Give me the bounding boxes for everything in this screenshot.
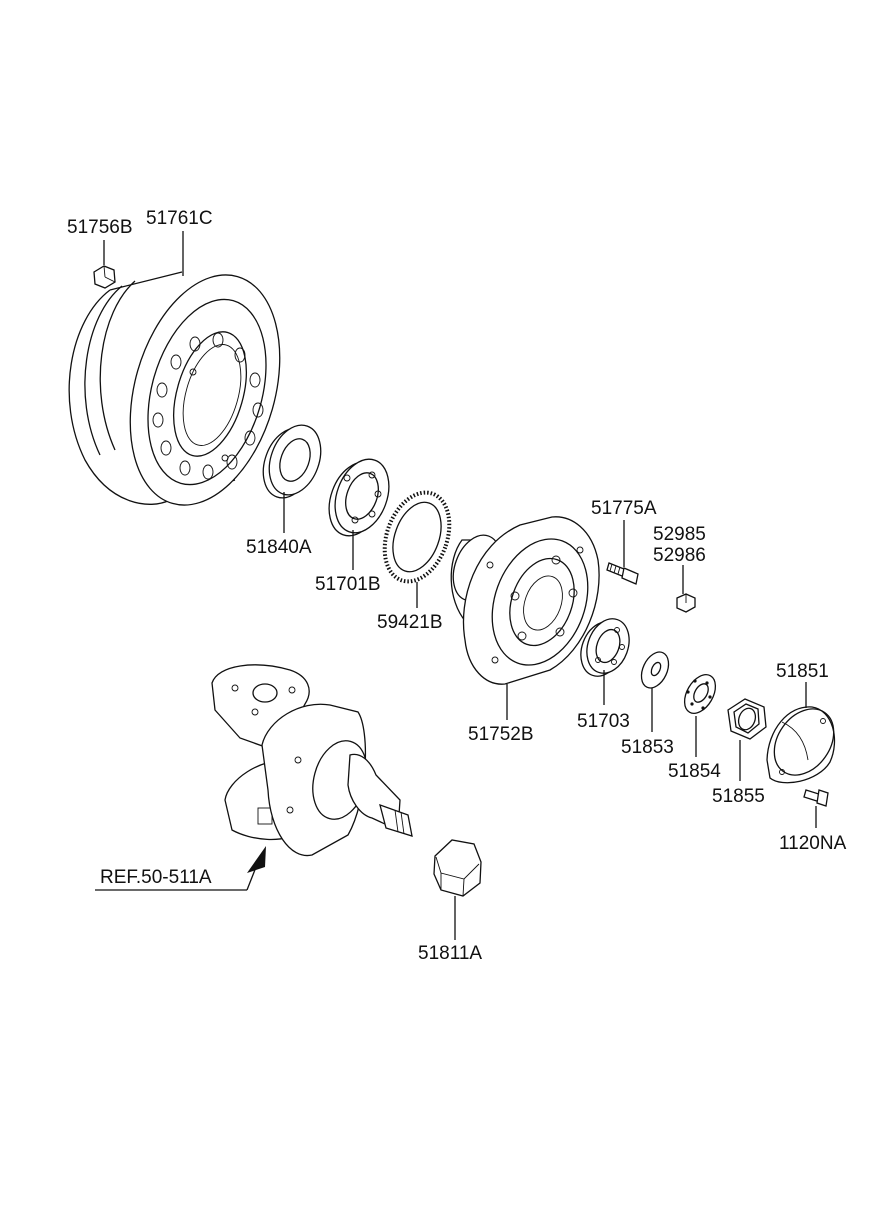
part-label: 51703 bbox=[577, 711, 630, 732]
lock-washer-51854 bbox=[683, 674, 717, 714]
hub-cap-51851 bbox=[766, 706, 836, 784]
part-label: 51756B bbox=[67, 217, 133, 238]
part-label: 52985 bbox=[653, 524, 706, 545]
part-label: 51752B bbox=[468, 724, 534, 745]
part-label: 51811A bbox=[418, 943, 482, 964]
tone-wheel-59421B bbox=[382, 490, 452, 584]
nut-51756B bbox=[93, 265, 116, 289]
reference-arrow bbox=[95, 846, 266, 891]
lock-nut-51855 bbox=[727, 698, 767, 740]
brake-drum-51761C bbox=[68, 271, 281, 506]
part-label: 51851 bbox=[776, 661, 829, 682]
part-label: 59421B bbox=[377, 612, 443, 633]
reference-label: REF.50-511A bbox=[100, 867, 212, 888]
nut-51811A bbox=[433, 839, 482, 897]
part-label: 51854 bbox=[668, 761, 721, 782]
part-label: 52986 bbox=[653, 545, 706, 566]
leader-lines bbox=[103, 231, 817, 940]
steering-knuckle bbox=[211, 664, 413, 857]
part-label: 51761C bbox=[146, 208, 213, 229]
nut-52985-52986 bbox=[676, 593, 696, 613]
part-label: 51775A bbox=[591, 498, 657, 519]
part-label: 1120NA bbox=[779, 833, 847, 854]
part-label: 51701B bbox=[315, 574, 381, 595]
bearing-51701B bbox=[328, 458, 390, 537]
bearing-51703 bbox=[580, 618, 630, 677]
washer-51853 bbox=[640, 651, 670, 689]
part-label: 51840A bbox=[246, 537, 312, 558]
oil-seal-51840A bbox=[262, 424, 322, 499]
part-label: 51853 bbox=[621, 737, 674, 758]
part-label: 51855 bbox=[712, 786, 765, 807]
hub-51752B bbox=[450, 516, 600, 685]
hub-bolt-51775A bbox=[606, 562, 639, 585]
screw-1120NA bbox=[803, 789, 829, 807]
